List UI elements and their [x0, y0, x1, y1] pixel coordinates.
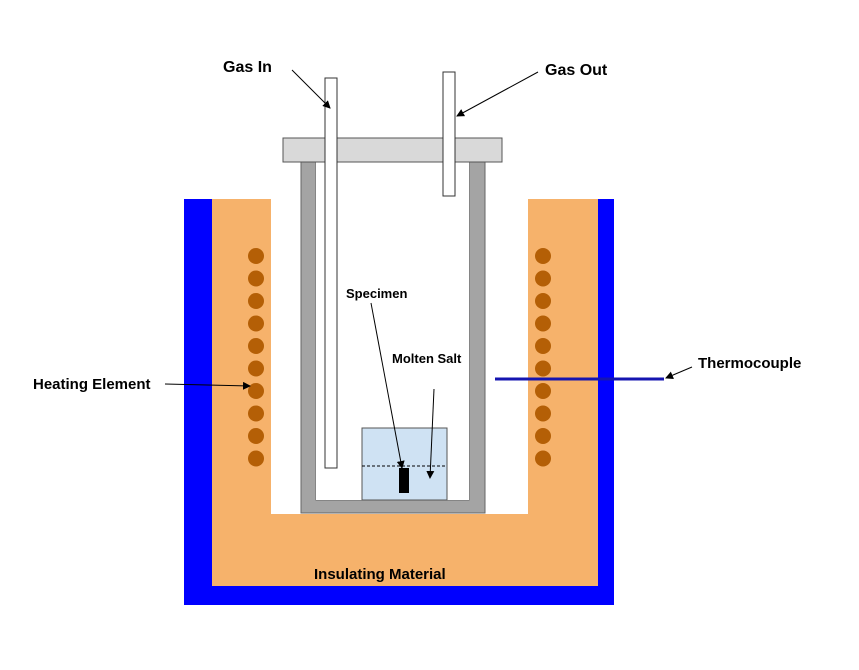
- gas-inlet-tube: [324, 77, 338, 469]
- heating-coils-left: [248, 248, 264, 467]
- heating-element-leader: [164, 381, 251, 390]
- specimen-leader: [370, 302, 405, 469]
- heating-coil: [248, 270, 264, 287]
- thermocouple-label: Thermocouple: [698, 355, 801, 372]
- heating-coil: [248, 293, 264, 309]
- molten-salt-leader: [426, 388, 435, 479]
- heating-coil: [248, 360, 264, 377]
- heating-coil: [535, 360, 551, 377]
- gas-out-label: Gas Out: [545, 62, 608, 79]
- heating-coil: [535, 450, 551, 467]
- specimen-label: Specimen: [346, 286, 407, 301]
- heating-coil: [535, 315, 551, 332]
- heating-coil: [248, 450, 264, 467]
- heating-coil: [248, 248, 264, 264]
- lid: [282, 137, 503, 163]
- heating-element-label: Heating Element: [33, 376, 151, 393]
- heating-coil: [535, 383, 551, 399]
- heating-coils-right: [535, 248, 551, 467]
- gas-out-leader: [456, 71, 539, 117]
- heating-coil: [535, 270, 551, 287]
- gas-in-label: Gas In: [223, 59, 272, 76]
- specimen: [399, 468, 409, 493]
- heating-coil: [535, 248, 551, 264]
- gas-in-leader: [291, 69, 331, 109]
- heating-coil: [535, 338, 551, 354]
- insulating-material-label: Insulating Material: [314, 566, 446, 583]
- heating-coil: [535, 428, 551, 444]
- heating-coil: [535, 405, 551, 422]
- heating-coil: [535, 293, 551, 309]
- heating-coil: [248, 338, 264, 354]
- heating-coil: [248, 405, 264, 422]
- molten-salt-label: Molten Salt: [392, 351, 462, 366]
- heating-coil: [248, 428, 264, 444]
- thermocouple-leader: [665, 366, 693, 379]
- heating-coil: [248, 383, 264, 399]
- gas-outlet-tube: [442, 71, 456, 197]
- heating-coil: [248, 315, 264, 332]
- insulating-material: [212, 199, 598, 586]
